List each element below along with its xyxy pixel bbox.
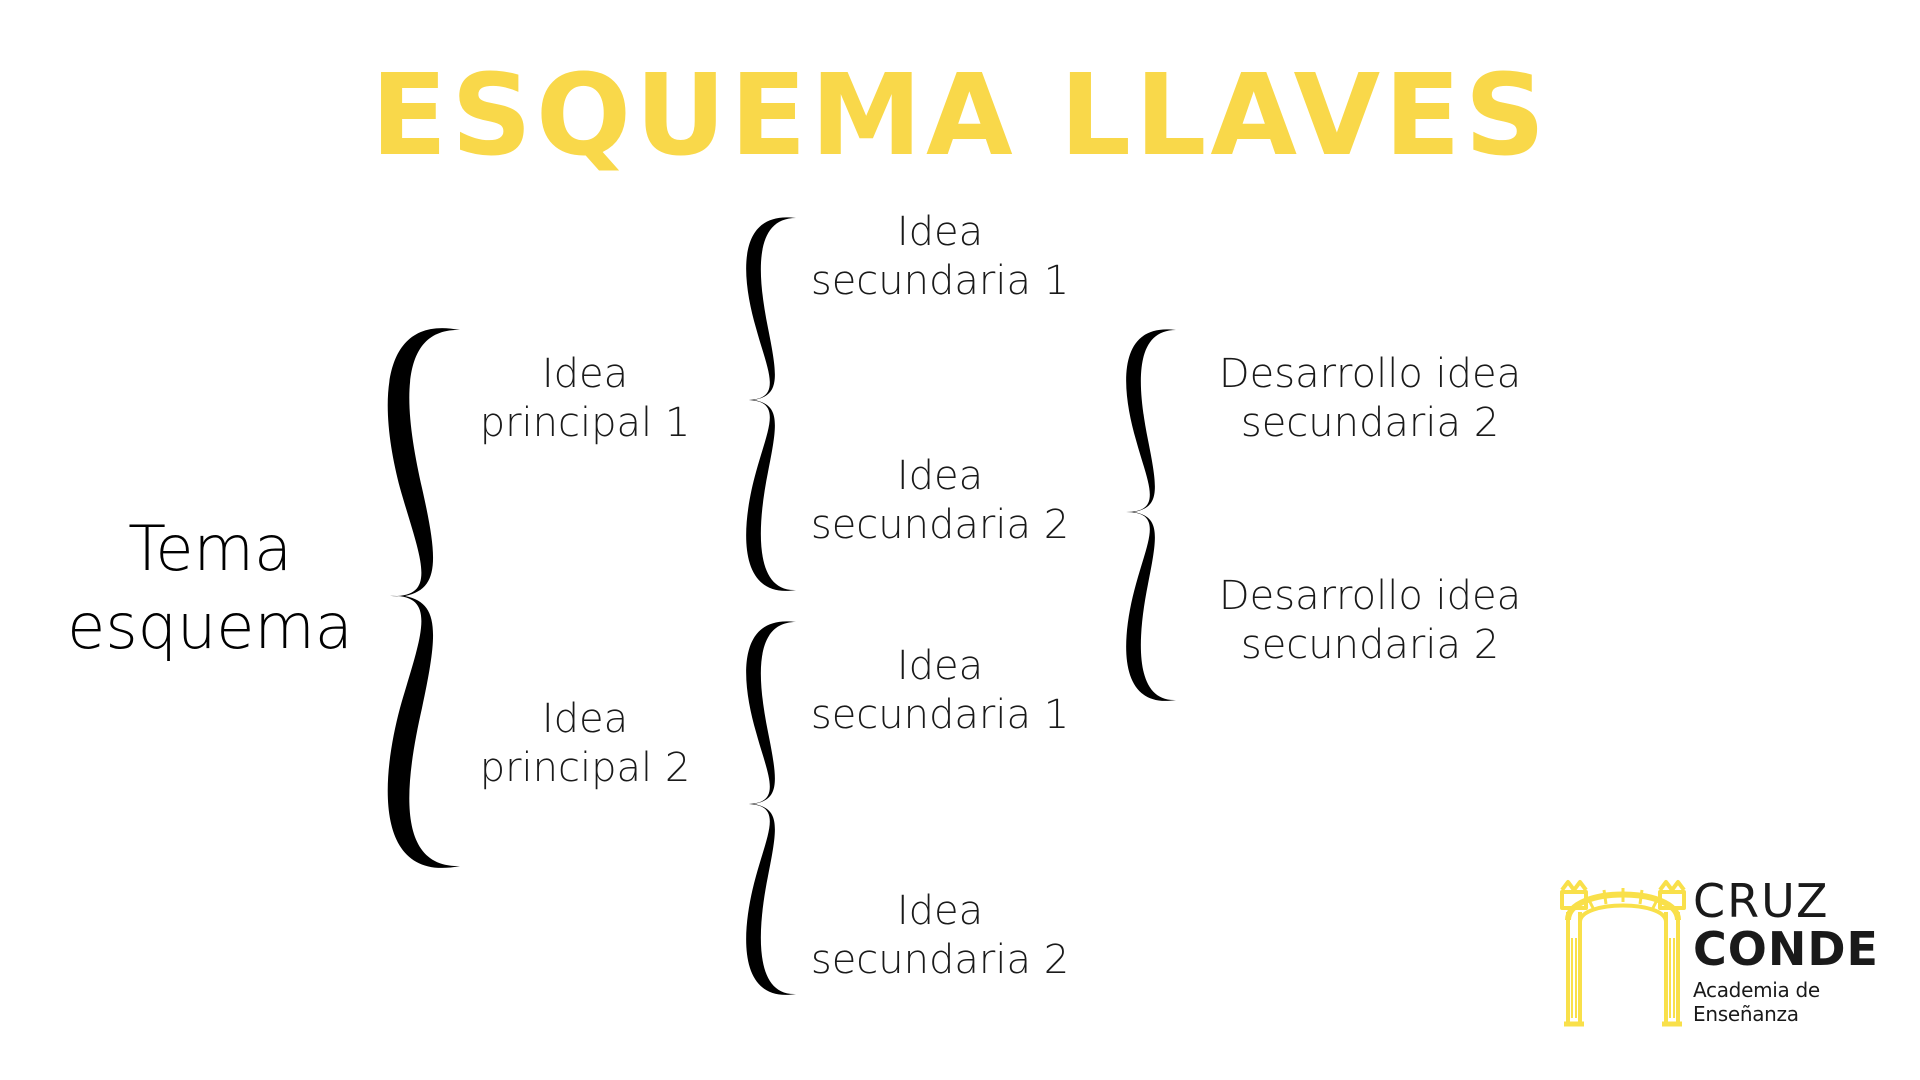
brace-main-2 xyxy=(746,621,796,995)
logo-line2: CONDE xyxy=(1693,922,1879,976)
secondary-idea-2-line2: secundaria 2 xyxy=(810,501,1070,548)
secondary-idea-1: Idea secundaria 1 xyxy=(800,208,1080,306)
main-idea-2: Idea principal 2 xyxy=(470,695,700,793)
root-topic-line2: esquema xyxy=(67,589,353,663)
secondary-idea-1-line2: secundaria 1 xyxy=(810,257,1070,304)
secondary-idea-4: Idea secundaria 2 xyxy=(800,887,1080,985)
brace-secondary-2 xyxy=(1126,329,1176,701)
secondary-idea-4-line1: Idea xyxy=(896,888,984,934)
development-2-line1: Desarrollo idea xyxy=(1218,573,1522,619)
logo-text: CRUZ CONDE Academia de Enseñanza xyxy=(1693,878,1913,1026)
secondary-idea-2-line1: Idea xyxy=(896,453,984,499)
development-2: Desarrollo idea secundaria 2 xyxy=(1190,572,1550,670)
development-1-line1: Desarrollo idea xyxy=(1218,351,1522,397)
logo-line3: Academia de Enseñanza xyxy=(1693,978,1820,1026)
secondary-idea-1-line1: Idea xyxy=(896,209,984,255)
brace-main-1 xyxy=(746,217,796,591)
brace-root xyxy=(387,328,460,868)
development-1-line2: secundaria 2 xyxy=(1240,399,1500,446)
secondary-idea-2: Idea secundaria 2 xyxy=(800,452,1080,550)
main-idea-2-line1: Idea xyxy=(541,696,629,742)
cruz-conde-logo: CRUZ CONDE Academia de Enseñanza xyxy=(1558,878,1898,1028)
main-idea-1-line1: Idea xyxy=(541,351,629,397)
secondary-idea-3-line1: Idea xyxy=(896,643,984,689)
main-idea-2-line2: principal 2 xyxy=(479,744,691,791)
root-topic: Tema esquema xyxy=(40,510,380,665)
secondary-idea-4-line2: secundaria 2 xyxy=(810,936,1070,983)
arch-logo-icon xyxy=(1560,880,1686,1027)
development-2-line2: secundaria 2 xyxy=(1240,621,1500,668)
logo-line1: CRUZ xyxy=(1693,874,1830,928)
diagram-title: ESQUEMA LLAVES xyxy=(370,51,1550,181)
secondary-idea-3: Idea secundaria 1 xyxy=(800,642,1080,740)
development-1: Desarrollo idea secundaria 2 xyxy=(1190,350,1550,448)
secondary-idea-3-line2: secundaria 1 xyxy=(810,691,1070,738)
root-topic-line1: Tema xyxy=(128,512,292,585)
main-idea-1: Idea principal 1 xyxy=(470,350,700,448)
main-idea-1-line2: principal 1 xyxy=(479,399,691,446)
